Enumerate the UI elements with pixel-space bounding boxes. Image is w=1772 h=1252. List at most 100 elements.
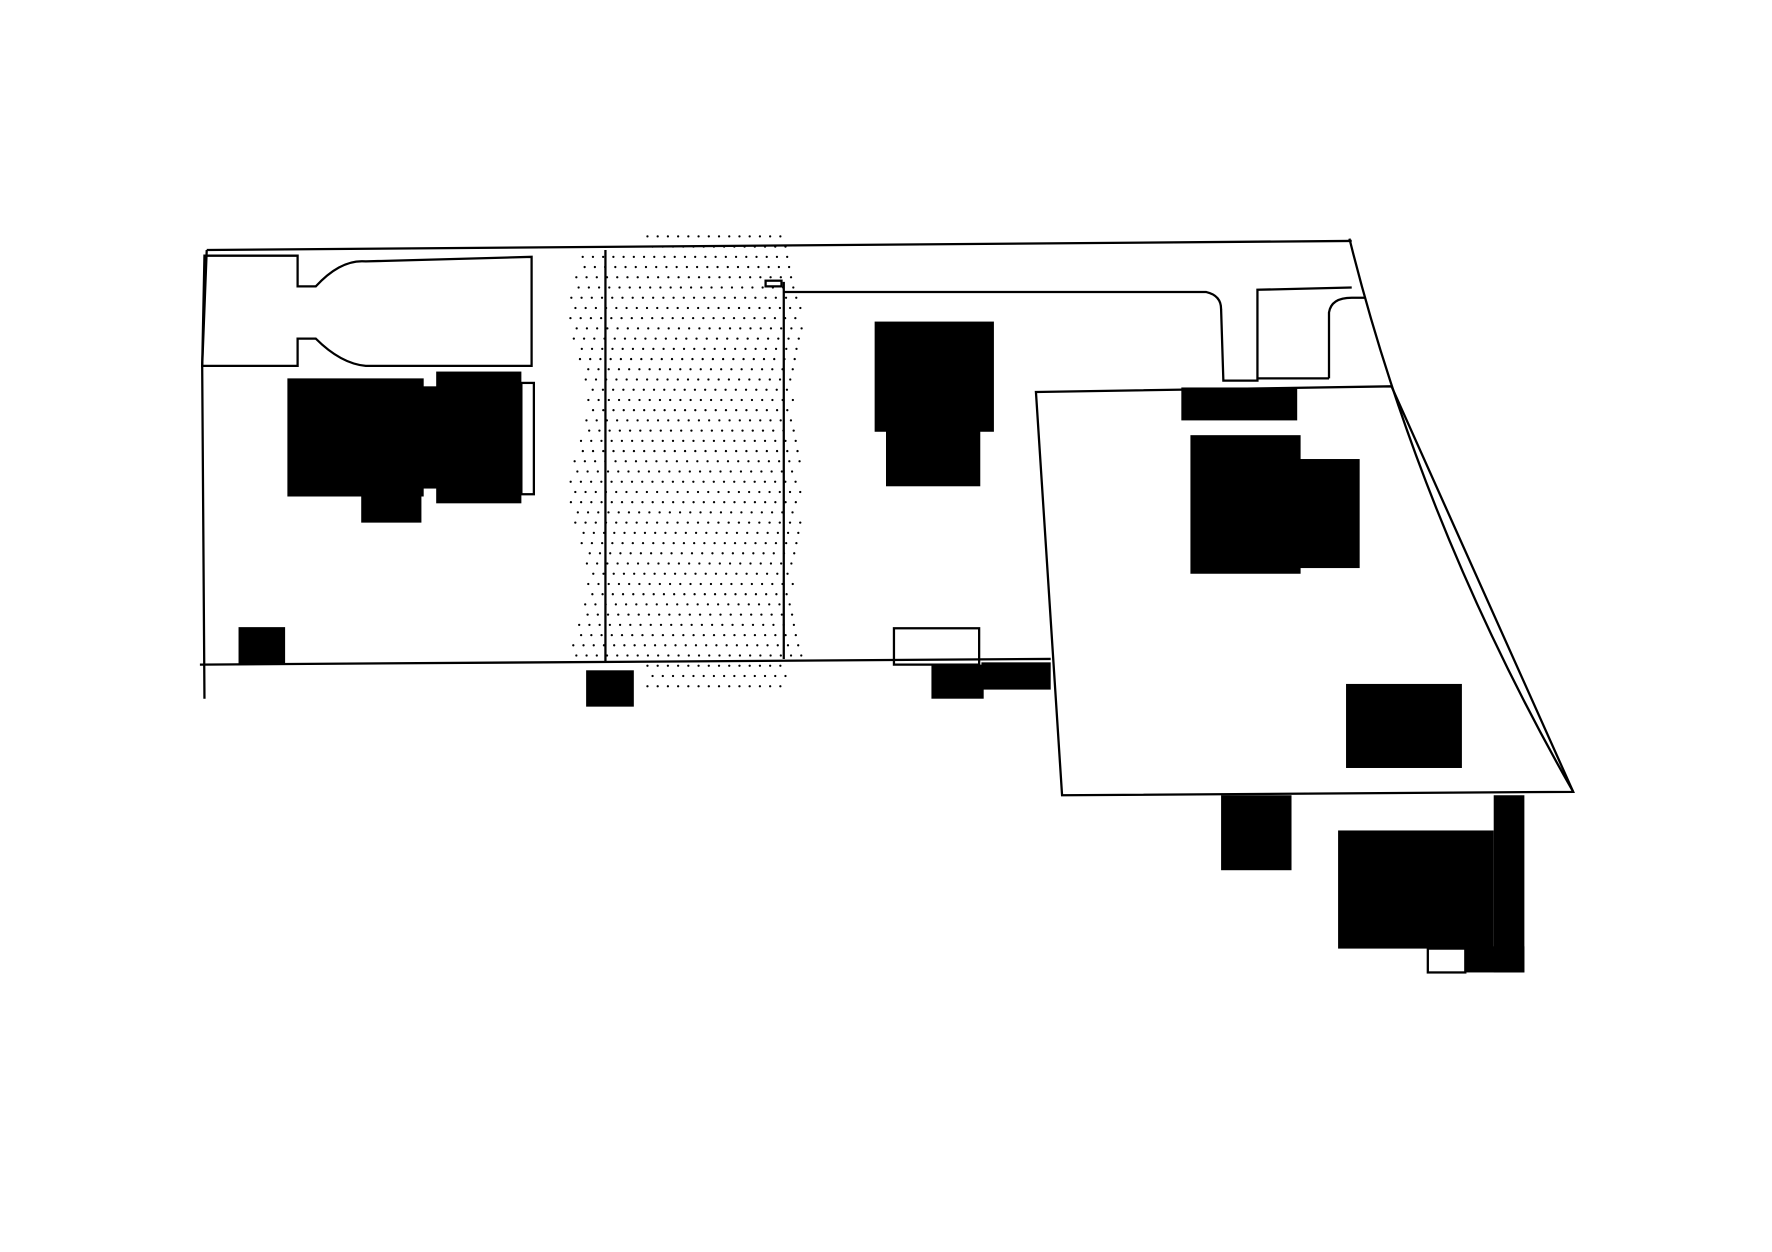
hatch-dot — [744, 347, 747, 350]
hatch-dot — [716, 265, 719, 269]
hatch-dot — [651, 633, 654, 637]
hatch-dot — [786, 449, 789, 453]
hatch-dot — [664, 531, 667, 534]
hatch-dot — [610, 501, 613, 504]
hatch-dot — [634, 460, 638, 463]
hatch-dot — [577, 286, 580, 289]
hatch-dot — [641, 501, 644, 504]
hatch-dot — [789, 419, 793, 422]
hatch-dot — [652, 593, 655, 596]
hatch-dot — [739, 470, 743, 473]
hatch-dot — [597, 368, 600, 371]
hatch-dot — [786, 644, 790, 647]
hatch-dot — [590, 347, 594, 350]
hatch-dot — [709, 582, 713, 586]
hatch-dot — [574, 306, 577, 310]
hatch-dot — [785, 388, 789, 391]
hatch-dot — [625, 490, 628, 494]
hatch-dot — [668, 470, 671, 473]
hatch-dot — [645, 306, 649, 310]
hatch-dot — [626, 327, 629, 330]
hatch-dot — [755, 409, 758, 412]
hatch-dot — [597, 286, 601, 289]
hatch-dot — [668, 582, 672, 586]
hatch-dot — [792, 623, 796, 626]
hatch-dot — [725, 644, 728, 647]
hatch-dot — [725, 531, 728, 534]
hatch-dot — [654, 531, 657, 534]
hatch-dot — [618, 429, 621, 432]
hatch-dot — [617, 470, 620, 473]
hatch-dot — [730, 511, 733, 514]
hatch-dot — [672, 541, 675, 545]
hatch-dot — [746, 337, 749, 340]
hatch-dot — [671, 480, 675, 483]
hatch-dot — [722, 674, 726, 678]
hatch-dot — [758, 664, 762, 667]
hatch-dot — [635, 378, 639, 381]
hatch-dot — [671, 501, 675, 504]
hatch-dot — [704, 449, 707, 453]
hatch-dot — [682, 674, 685, 678]
hatch-dot — [729, 613, 732, 616]
hatch-dot — [646, 685, 649, 688]
hatch-dot — [668, 613, 671, 616]
hatch-dot — [623, 531, 626, 534]
hatch-dot — [601, 541, 604, 545]
hatch-dot — [777, 265, 781, 269]
hatch-dot — [704, 409, 707, 412]
hatch-dot — [574, 521, 577, 524]
hatch-dot — [784, 296, 788, 299]
hatch-dot — [659, 429, 662, 432]
building-east-wing — [1294, 459, 1360, 569]
hatch-dot — [667, 654, 670, 657]
hatch-dot — [757, 265, 760, 269]
hatch-dot — [612, 572, 615, 575]
hatch-dot — [758, 306, 761, 310]
hatch-dot — [763, 439, 767, 442]
hatch-dot — [698, 327, 701, 330]
hatch-dot — [669, 286, 672, 289]
hatch-dot — [715, 337, 719, 340]
hatch-dot — [730, 398, 733, 402]
hatch-dot — [595, 276, 598, 279]
hatch-dot — [647, 613, 651, 616]
hatch-dot — [691, 317, 695, 320]
hatch-dot — [717, 521, 720, 524]
hatch-dot — [661, 501, 665, 504]
hatch-dot — [581, 449, 584, 453]
hatch-dot — [789, 654, 793, 657]
hatch-dot — [674, 337, 678, 340]
hatch-dot — [758, 235, 762, 238]
hatch-dot — [661, 633, 665, 637]
hatch-dot — [674, 644, 677, 647]
hatch-dot — [705, 337, 708, 340]
hatch-dot — [642, 347, 645, 350]
hatch-dot — [761, 429, 765, 432]
hatch-dot — [728, 654, 731, 657]
hatch-dot — [680, 623, 683, 626]
hatch-dot — [640, 357, 643, 361]
hatch-dot — [676, 603, 679, 606]
hatch-dot — [688, 613, 691, 616]
hatch-dot — [632, 255, 635, 258]
hatch-dot — [676, 685, 680, 688]
hatch-dot — [599, 357, 602, 361]
hatch-dot — [610, 480, 613, 483]
hatch-dot — [622, 572, 626, 575]
hatch-dot — [799, 490, 802, 494]
hatch-dot — [757, 460, 760, 463]
hatch-dot — [704, 572, 707, 575]
hatch-dot — [579, 633, 583, 637]
hatch-dot — [774, 501, 777, 504]
hatch-dot — [569, 317, 572, 320]
hatch-dot — [750, 470, 753, 473]
hatch-dot — [800, 327, 803, 330]
hatch-dot — [765, 409, 768, 412]
hatch-dot — [791, 582, 794, 586]
east-parcel-outline — [1034, 385, 1575, 797]
hatch-dot — [790, 562, 793, 565]
hatch-dot — [708, 562, 711, 565]
hatch-dot — [673, 449, 676, 453]
hatch-dot — [694, 572, 697, 575]
